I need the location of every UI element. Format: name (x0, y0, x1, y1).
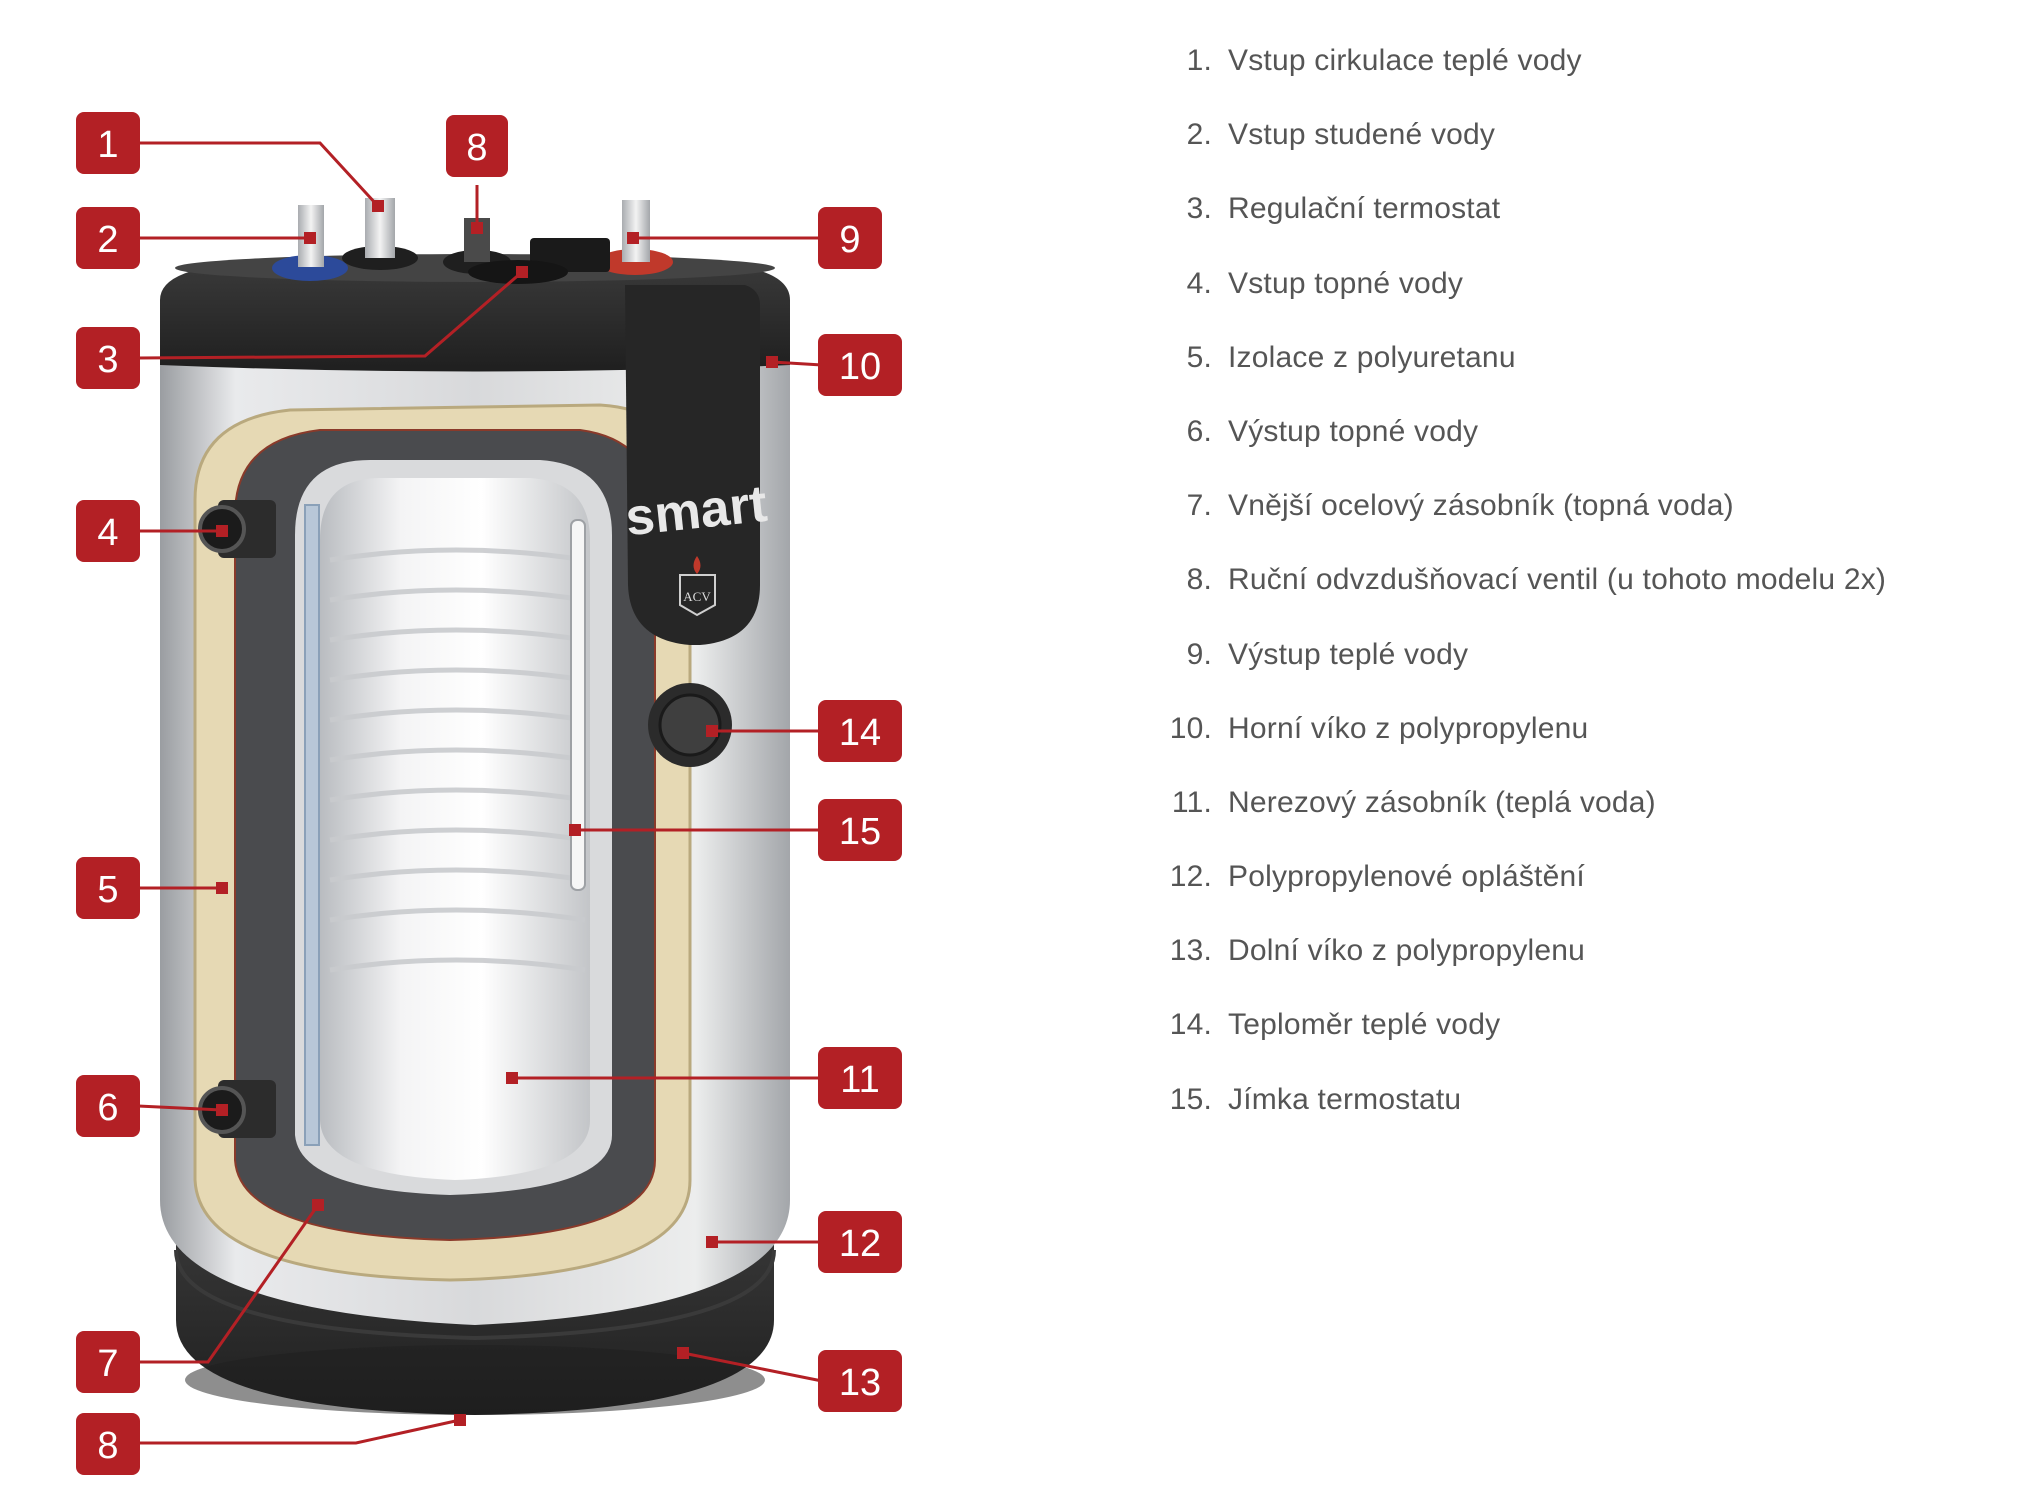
legend-text: Horní víko z polypropylenu (1228, 712, 1588, 746)
svg-text:13: 13 (839, 1362, 881, 1404)
svg-text:15: 15 (839, 811, 881, 853)
svg-text:8: 8 (97, 1425, 118, 1467)
legend-item: 14.Teploměr teplé vody (1150, 1008, 2010, 1082)
svg-text:5: 5 (97, 869, 118, 911)
legend-item: 10.Horní víko z polypropylenu (1150, 712, 2010, 786)
legend-item: 2.Vstup studené vody (1150, 118, 2010, 192)
legend-text: Dolní víko z polypropylenu (1228, 934, 1585, 968)
callout-10: 10 (818, 334, 902, 396)
svg-text:6: 6 (97, 1087, 118, 1129)
legend-number: 4. (1150, 267, 1228, 301)
callout-3: 3 (76, 327, 140, 389)
legend-item: 11.Nerezový zásobník (teplá voda) (1150, 786, 2010, 860)
svg-text:8: 8 (466, 127, 487, 169)
svg-text:10: 10 (839, 346, 881, 388)
svg-text:12: 12 (839, 1223, 881, 1265)
callout-8-bottom: 8 (76, 1413, 140, 1475)
callout-15: 15 (818, 799, 902, 861)
svg-text:3: 3 (97, 339, 118, 381)
legend-number: 12. (1150, 860, 1228, 894)
parts-legend: 1.Vstup cirkulace teplé vody 2.Vstup stu… (1150, 44, 2010, 1157)
callout-9: 9 (818, 207, 882, 269)
legend-number: 5. (1150, 341, 1228, 375)
legend-number: 1. (1150, 44, 1228, 78)
legend-text: Výstup teplé vody (1228, 638, 1468, 672)
legend-item: 9.Výstup teplé vody (1150, 638, 2010, 712)
legend-text: Izolace z polyuretanu (1228, 341, 1516, 375)
callout-14: 14 (818, 700, 902, 762)
heating-water-inlet (200, 500, 276, 558)
legend-item: 13.Dolní víko z polypropylenu (1150, 934, 2010, 1008)
legend-number: 2. (1150, 118, 1228, 152)
legend-text: Vstup cirkulace teplé vody (1228, 44, 1582, 78)
legend-text: Nerezový zásobník (teplá voda) (1228, 786, 1656, 820)
legend-number: 11. (1150, 786, 1228, 820)
callout-13: 13 (818, 1350, 902, 1412)
legend-text: Vstup studené vody (1228, 118, 1495, 152)
legend-item: 1.Vstup cirkulace teplé vody (1150, 44, 2010, 118)
svg-text:7: 7 (97, 1343, 118, 1385)
legend-item: 15.Jímka termostatu (1150, 1083, 2010, 1157)
callout-1: 1 (76, 112, 140, 174)
callout-12: 12 (818, 1211, 902, 1273)
legend-number: 3. (1150, 192, 1228, 226)
legend-text: Vnější ocelový zásobník (topná voda) (1228, 489, 1734, 523)
legend-text: Polypropylenové opláštění (1228, 860, 1585, 894)
legend-item: 8.Ruční odvzdušňovací ventil (u tohoto m… (1150, 563, 2010, 637)
legend-number: 6. (1150, 415, 1228, 449)
cold-water-tube (305, 505, 319, 1145)
svg-text:1: 1 (97, 124, 118, 166)
legend-text: Ruční odvzdušňovací ventil (u tohoto mod… (1228, 563, 1886, 597)
legend-text: Vstup topné vody (1228, 267, 1463, 301)
stainless-inner-tank (295, 460, 612, 1195)
legend-item: 3.Regulační termostat (1150, 192, 2010, 266)
legend-number: 14. (1150, 1008, 1228, 1042)
svg-text:11: 11 (840, 1059, 879, 1101)
callout-4: 4 (76, 500, 140, 562)
svg-text:4: 4 (97, 512, 118, 554)
legend-item: 5.Izolace z polyuretanu (1150, 341, 2010, 415)
legend-number: 15. (1150, 1083, 1228, 1117)
callout-5: 5 (76, 857, 140, 919)
legend-number: 9. (1150, 638, 1228, 672)
callout-8-top: 8 (446, 115, 508, 177)
legend-text: Regulační termostat (1228, 192, 1500, 226)
legend-item: 4.Vstup topné vody (1150, 267, 2010, 341)
hot-water-thermometer (648, 683, 732, 767)
legend-item: 7.Vnější ocelový zásobník (topná voda) (1150, 489, 2010, 563)
legend-item: 12.Polypropylenové opláštění (1150, 860, 2010, 934)
legend-number: 7. (1150, 489, 1228, 523)
callout-7: 7 (76, 1331, 140, 1393)
callout-11: 11 (818, 1047, 902, 1109)
legend-text: Výstup topné vody (1228, 415, 1478, 449)
svg-text:ACV: ACV (683, 589, 711, 604)
callout-2: 2 (76, 207, 140, 269)
svg-text:2: 2 (97, 219, 118, 261)
svg-text:9: 9 (839, 219, 860, 261)
legend-text: Jímka termostatu (1228, 1083, 1461, 1117)
legend-number: 8. (1150, 563, 1228, 597)
legend-item: 6.Výstup topné vody (1150, 415, 2010, 489)
legend-number: 10. (1150, 712, 1228, 746)
legend-number: 13. (1150, 934, 1228, 968)
legend-text: Teploměr teplé vody (1228, 1008, 1500, 1042)
svg-text:14: 14 (839, 712, 881, 754)
callout-6: 6 (76, 1075, 140, 1137)
top-connections (272, 198, 673, 284)
